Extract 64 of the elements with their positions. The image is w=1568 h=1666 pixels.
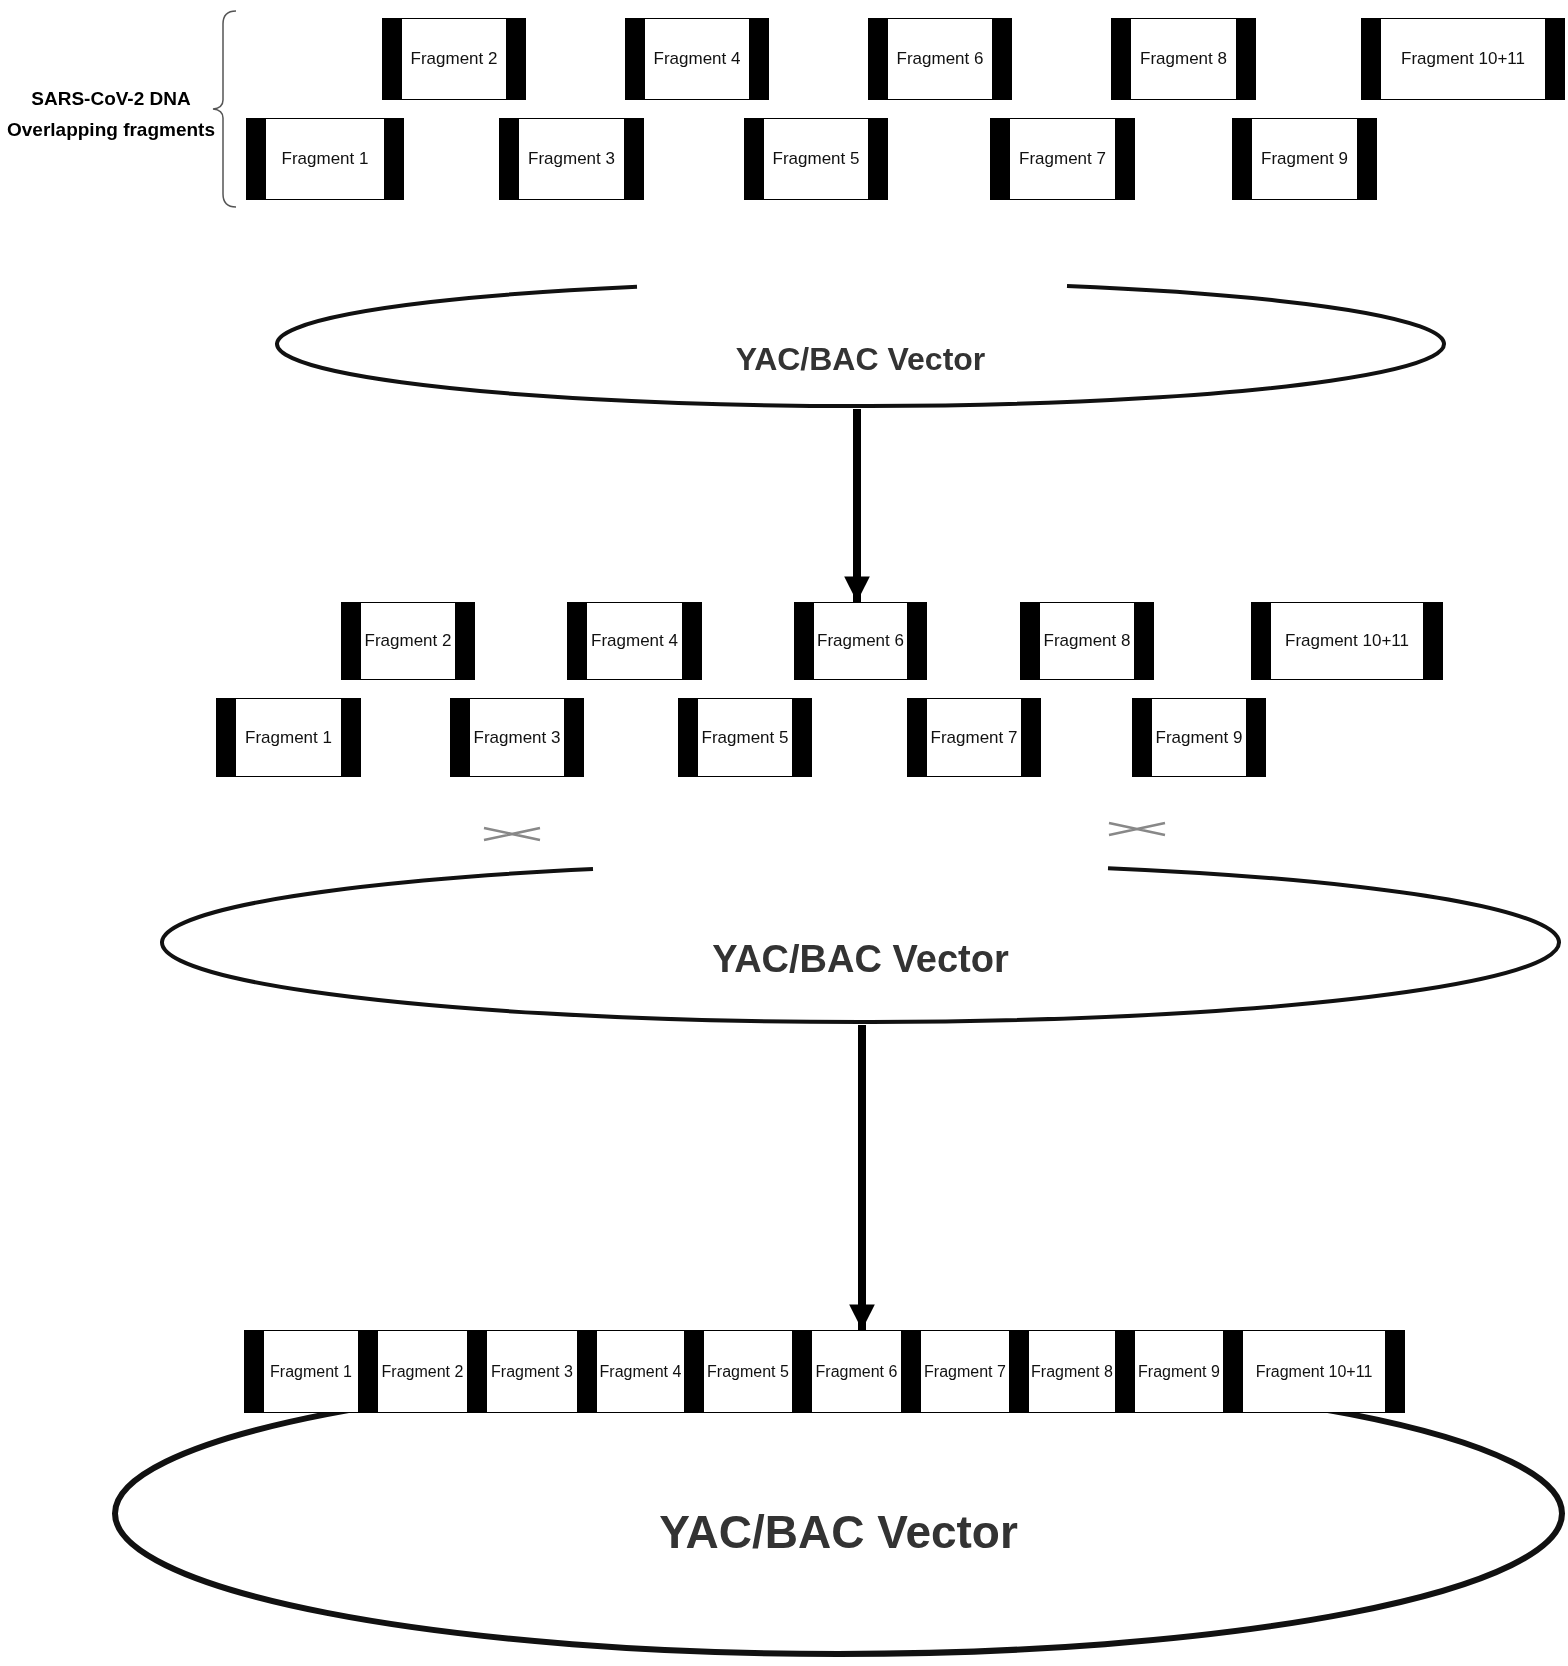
fragment-label: Fragment 10+11 bbox=[1401, 49, 1525, 69]
fragment-box bbox=[216, 698, 361, 777]
fragment-label: Fragment 3 bbox=[473, 727, 561, 748]
fragment-box bbox=[868, 18, 1012, 100]
fragment-box bbox=[744, 118, 888, 200]
fragment-box bbox=[1009, 1330, 1115, 1413]
vector-label: YAC/BAC Vector bbox=[658, 1505, 1019, 1559]
group-label: SARS-CoV-2 DNA Overlapping fragments bbox=[6, 87, 216, 142]
fragment-label: Fragment 5 bbox=[707, 1362, 789, 1381]
fragment-box bbox=[1232, 118, 1377, 200]
fragment-label: Fragment 4 bbox=[653, 49, 741, 69]
fragment-label: Fragment 10+11 bbox=[1255, 1362, 1373, 1381]
fragment-label: Fragment 9 bbox=[1155, 727, 1243, 748]
fragment-box bbox=[382, 18, 526, 100]
fragment-box bbox=[625, 18, 769, 100]
fragment-box bbox=[1111, 18, 1256, 100]
fragment-label: Fragment 2 bbox=[410, 49, 498, 69]
fragment-box bbox=[567, 602, 702, 680]
fragment-box bbox=[244, 1330, 358, 1413]
fragment-label: Fragment 8 bbox=[1140, 49, 1227, 69]
fragment-label: Fragment 6 bbox=[817, 631, 904, 651]
fragment-label: Fragment 4 bbox=[591, 631, 678, 651]
fragment-box bbox=[467, 1330, 577, 1413]
fragment-box bbox=[450, 698, 584, 777]
fragment-label: Fragment 8 bbox=[1031, 1362, 1113, 1381]
fragment-label: Fragment 9 bbox=[1138, 1362, 1220, 1381]
fragment-box bbox=[1132, 698, 1266, 777]
fragment-box bbox=[341, 602, 475, 680]
fragment-box bbox=[577, 1330, 684, 1413]
fragment-label: Fragment 1 bbox=[281, 149, 369, 169]
fragment-box bbox=[499, 118, 644, 200]
fragment-label: Fragment 6 bbox=[815, 1362, 898, 1381]
fragment-label: Fragment 10+11 bbox=[1285, 631, 1409, 651]
fragment-box bbox=[1251, 602, 1443, 680]
fragment-label: Fragment 1 bbox=[245, 727, 332, 748]
fragment-box bbox=[358, 1330, 467, 1413]
fragment-label: Fragment 9 bbox=[1261, 149, 1348, 169]
fragment-box bbox=[678, 698, 812, 777]
fragment-label: Fragment 7 bbox=[1019, 149, 1106, 169]
fragment-box bbox=[1115, 1330, 1223, 1413]
fragment-label: Fragment 5 bbox=[701, 727, 789, 748]
fragment-label: Fragment 3 bbox=[528, 149, 615, 169]
fragment-label: Fragment 6 bbox=[896, 49, 984, 69]
fragment-label: Fragment 7 bbox=[930, 727, 1018, 748]
fragment-label: Fragment 7 bbox=[924, 1362, 1006, 1381]
fragment-box bbox=[901, 1330, 1009, 1413]
fragment-box bbox=[990, 118, 1135, 200]
vector-label: YAC/BAC Vector bbox=[734, 341, 987, 378]
fragment-box bbox=[1020, 602, 1154, 680]
fragment-label: Fragment 3 bbox=[491, 1362, 573, 1381]
fragment-box bbox=[1223, 1330, 1405, 1413]
fragment-box bbox=[246, 118, 404, 200]
fragment-box bbox=[1361, 18, 1565, 100]
fragment-box bbox=[794, 602, 927, 680]
fragment-box bbox=[907, 698, 1041, 777]
vector-label: YAC/BAC Vector bbox=[711, 938, 1010, 981]
fragment-label: Fragment 2 bbox=[364, 631, 452, 651]
fragment-box bbox=[792, 1330, 901, 1413]
fragment-label: Fragment 2 bbox=[381, 1362, 464, 1381]
fragment-label: Fragment 4 bbox=[599, 1362, 682, 1381]
fragment-label: Fragment 1 bbox=[270, 1362, 352, 1381]
fragment-label: Fragment 8 bbox=[1043, 631, 1131, 651]
fragment-label: Fragment 5 bbox=[772, 149, 860, 169]
fragment-box bbox=[684, 1330, 792, 1413]
